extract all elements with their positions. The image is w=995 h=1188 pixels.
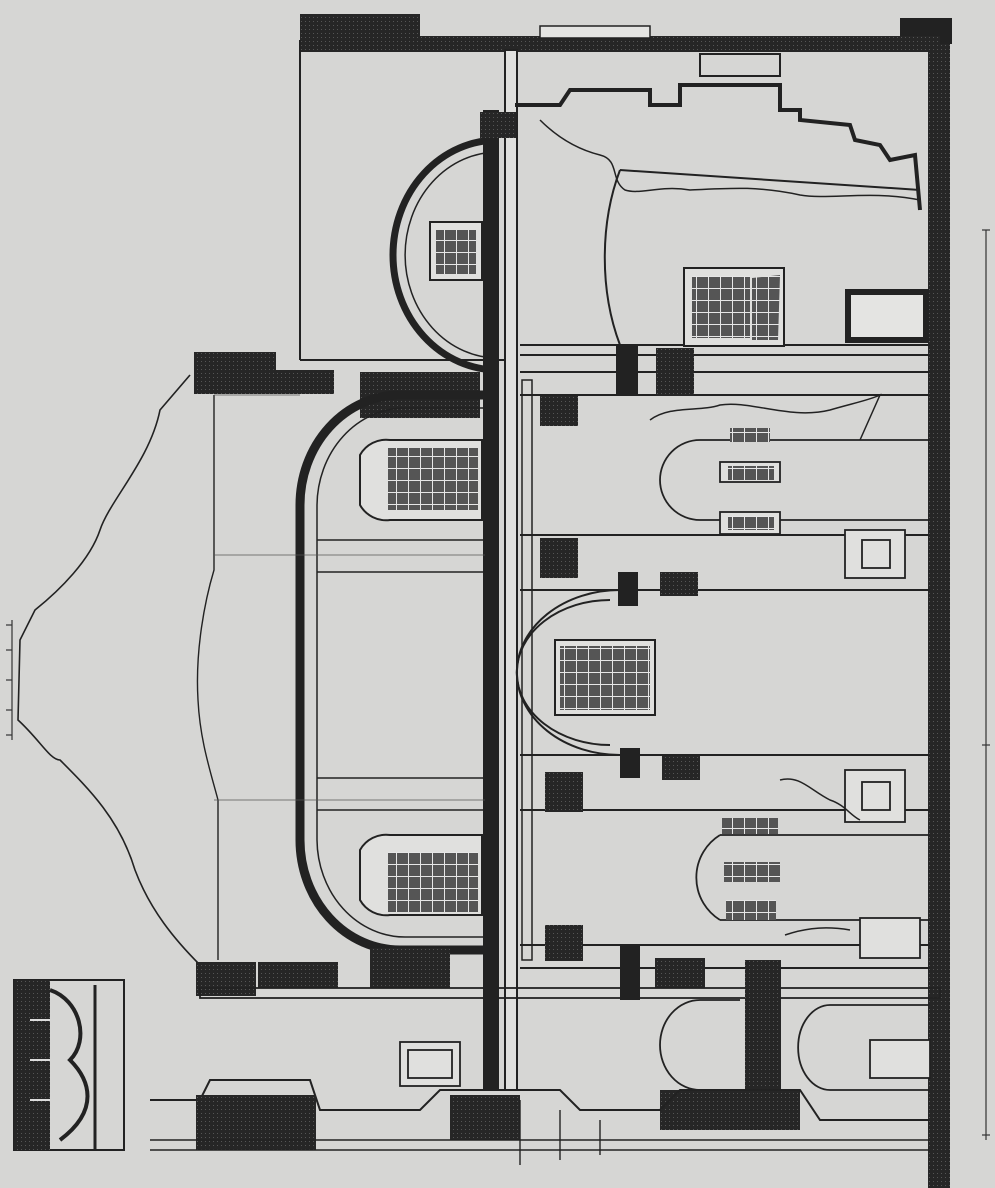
terrain-profile	[17, 374, 201, 966]
upper-apse	[389, 112, 516, 374]
column-capitals	[540, 344, 705, 1000]
upper-damaged-edge	[539, 119, 921, 201]
left-roof-block	[194, 352, 480, 418]
left-scale-ticks	[6, 620, 13, 740]
stair-block-top	[699, 53, 781, 77]
upper-chapel-damage	[649, 393, 882, 441]
lower-chapel-windows	[722, 818, 780, 920]
main-apse-window-bottom	[359, 833, 483, 917]
scale-ruler	[982, 229, 990, 1140]
base-mouldings	[150, 1100, 930, 1165]
base-dark-mass-mid	[450, 1095, 520, 1140]
lower-dark-piers	[660, 960, 800, 1130]
corbel-detail	[13, 979, 125, 1151]
upper-chamber-vault	[520, 169, 930, 356]
lower-rooms	[399, 999, 931, 1091]
central-bay-window	[554, 639, 656, 716]
upper-right-recess	[845, 289, 929, 343]
upper-apse-window	[429, 221, 483, 281]
base-dark-mass-left	[196, 1095, 316, 1150]
upper-chamber-window	[683, 267, 785, 347]
construction-lines	[214, 394, 485, 801]
lower-chapel-damage	[779, 778, 861, 936]
upper-block-outline	[299, 40, 510, 361]
main-apse	[295, 390, 485, 955]
base-profile	[150, 1079, 930, 1121]
main-apse-window-top	[359, 438, 483, 522]
ruined-stepped-outline	[515, 83, 922, 211]
central-bay-arch	[515, 589, 621, 756]
upper-chapel-windows	[728, 428, 774, 530]
lower-floor-slab	[196, 948, 941, 999]
inner-terrain-line	[196, 395, 219, 960]
upper-roof-slab	[300, 14, 940, 52]
